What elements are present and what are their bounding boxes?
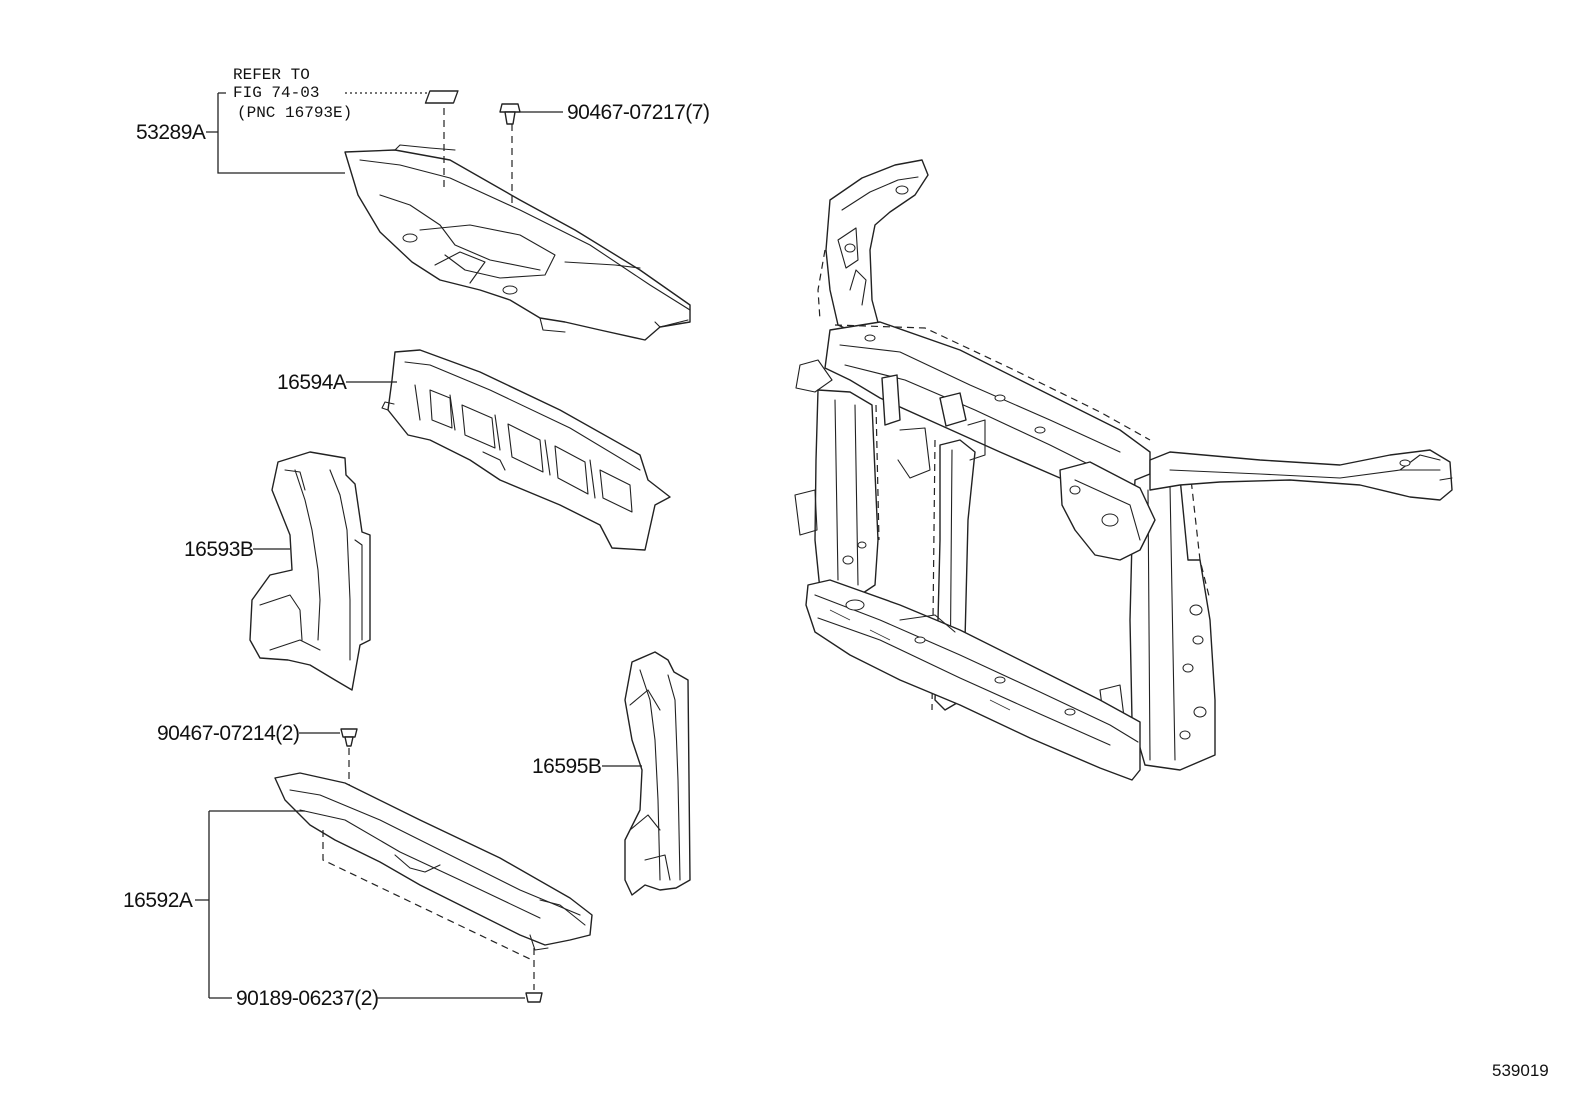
label-90467-07217: 90467-07217(7) [567,101,709,124]
label-90467-07214: 90467-07214(2) [157,722,299,745]
part-16593B-side-seal [249,451,371,691]
figure-number: 539019 [1492,1061,1549,1080]
part-16594A-air-guide [381,349,671,551]
note-pnc: (PNC 16793E) [237,104,352,122]
label-16594A: 16594A [277,371,347,394]
note-refer-to: REFER TO [233,66,310,84]
ref-seal-tag [424,90,459,104]
clip-90467-07217-icon [499,103,521,125]
label-90189-06237: 90189-06237(2) [236,987,378,1010]
clip-90189-06237-icon [525,992,543,1003]
label-16595B: 16595B [532,755,601,778]
note-fig: FIG 74-03 [233,84,319,102]
part-16592A-lower-seal [274,772,593,951]
radiator-support-assembly [794,159,1453,781]
part-53289A-cover [344,144,691,341]
label-16592A: 16592A [123,889,193,912]
label-16593B: 16593B [184,538,253,561]
label-53289A: 53289A [136,121,206,144]
clip-90467-07214-icon [340,728,358,747]
part-16595B-side-seal [624,651,691,896]
